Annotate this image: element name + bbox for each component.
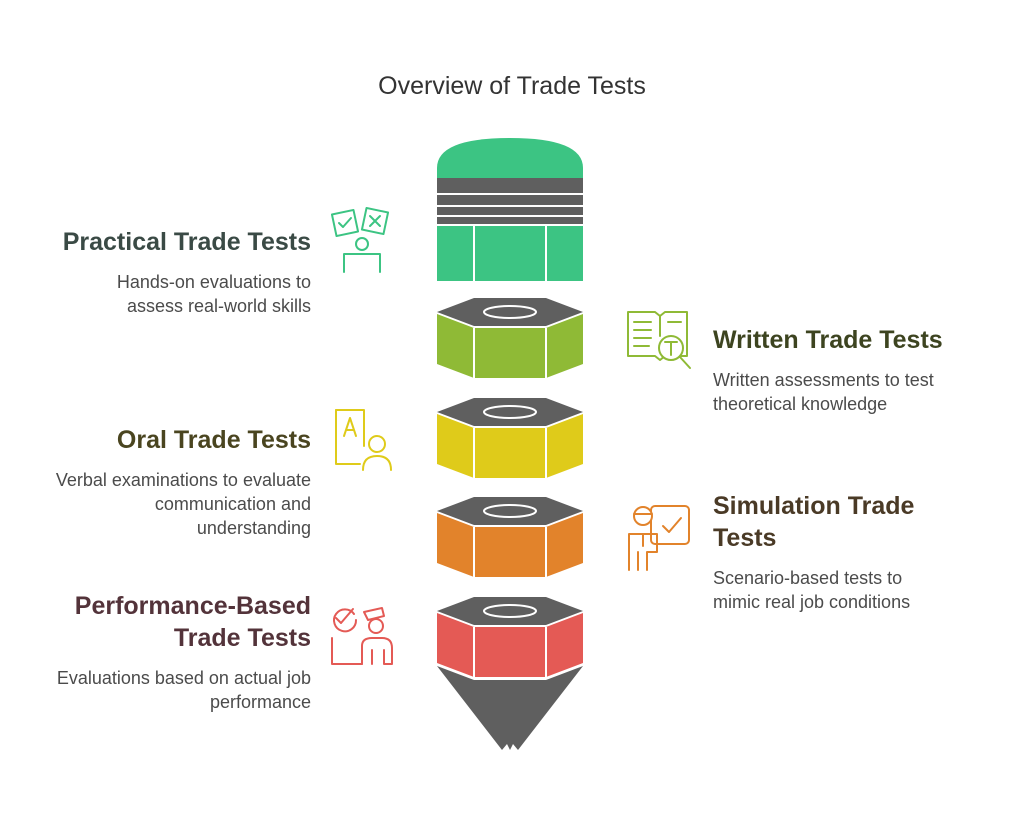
simulation-test-icon [628,505,690,571]
heading-simulation: Simulation Trade Tests [713,492,915,552]
performance-test-icon [331,607,393,665]
segment-performance-top [437,597,583,625]
heading-practical: Practical Trade Tests [62,228,311,256]
desc-performance: Evaluations based on actual job performa… [49,666,311,714]
segment-performance [437,597,583,750]
desc-practical: Hands-on evaluations to assess real-worl… [63,270,311,318]
segment-practical-cap [437,138,583,178]
segment-practical-body [437,226,583,281]
desc-performance-text: Evaluations based on actual job performa… [56,668,311,712]
written-test-icon [627,311,691,369]
label-simulation: Simulation Trade Tests Scenario-based te… [713,490,953,614]
practical-test-icon [330,206,390,273]
diagram-title: Overview of Trade Tests [378,72,646,100]
label-practical: Practical Trade Tests Hands-on evaluatio… [63,226,311,318]
desc-oral: Verbal examinations to evaluate communic… [39,468,311,540]
desc-simulation: Scenario-based tests to mimic real job c… [713,566,953,614]
pencil-tip [437,666,583,750]
desc-oral-text: Verbal examinations to evaluate communic… [55,470,311,538]
desc-simulation-text: Scenario-based tests to mimic real job c… [713,568,911,612]
segment-written [437,298,583,378]
segment-practical [437,138,583,281]
segment-oral [437,398,583,478]
segment-practical-band [437,178,583,224]
label-written: Written Trade Tests Written assessments … [713,324,978,416]
segment-simulation [437,497,583,577]
segment-simulation-top [437,497,583,525]
label-performance: Performance-Based Trade Tests Evaluation… [49,590,311,714]
label-oral: Oral Trade Tests Verbal examinations to … [39,424,311,540]
desc-practical-text: Hands-on evaluations to assess real-worl… [116,272,311,316]
segment-written-top [437,298,583,326]
desc-written-text: Written assessments to test theoretical … [713,370,934,414]
heading-oral: Oral Trade Tests [116,426,311,454]
heading-written: Written Trade Tests [713,326,943,354]
oral-test-icon [335,409,392,471]
desc-written: Written assessments to test theoretical … [713,368,978,416]
heading-performance: Performance-Based Trade Tests [74,592,311,652]
segment-oral-top [437,398,583,426]
